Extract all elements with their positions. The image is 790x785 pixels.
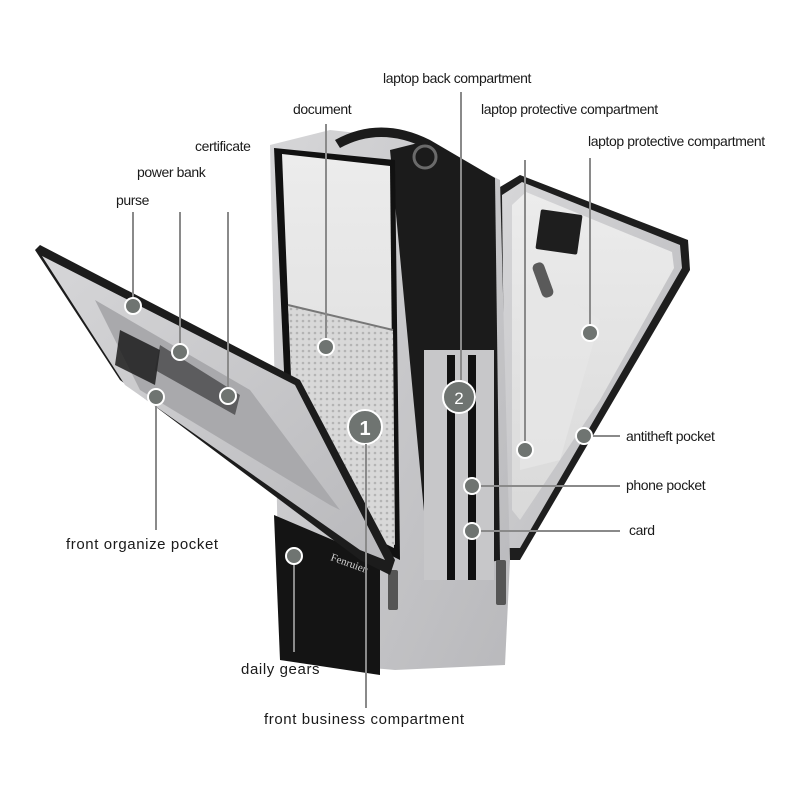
label-laptop-protective-compartment-1: laptop protective compartment bbox=[481, 101, 658, 117]
label-antitheft-pocket: antitheft pocket bbox=[626, 428, 715, 444]
label-laptop-back-compartment: laptop back compartment bbox=[383, 70, 531, 86]
label-document: document bbox=[293, 101, 352, 117]
front-organize-flap bbox=[35, 245, 395, 575]
leader-dots bbox=[124, 297, 599, 565]
label-purse: purse bbox=[116, 192, 150, 208]
label-front-business-compartment: front business compartment bbox=[264, 711, 465, 728]
label-phone-pocket: phone pocket bbox=[626, 477, 706, 493]
compartment-marker-1: 1 bbox=[347, 409, 383, 445]
label-front-organize-pocket: front organize pocket bbox=[66, 536, 219, 553]
leader-lines bbox=[132, 92, 620, 708]
label-laptop-protective-compartment-2: laptop protective compartment bbox=[588, 133, 765, 149]
label-card: card bbox=[629, 522, 655, 538]
compartment-marker-2-text: 2 bbox=[454, 389, 463, 408]
carry-handle bbox=[335, 127, 430, 148]
compartment-marker-1-text: 1 bbox=[359, 418, 370, 440]
label-power-bank: power bank bbox=[137, 164, 206, 180]
brand-tag bbox=[535, 209, 583, 255]
label-certificate: certificate bbox=[195, 138, 251, 154]
laptop-protective-flap bbox=[495, 175, 690, 560]
label-daily-gears: daily gears bbox=[241, 661, 321, 678]
compartment-marker-2: 2 bbox=[442, 380, 476, 414]
